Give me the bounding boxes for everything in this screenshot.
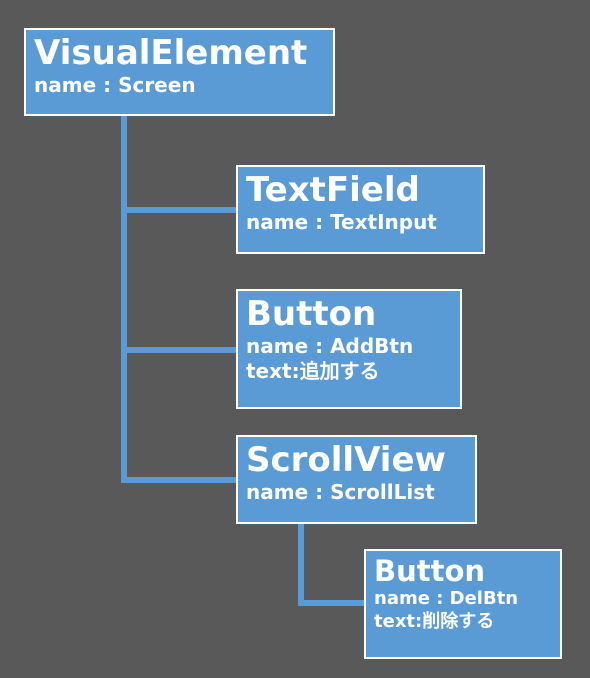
node-type-label: TextField [246,170,420,210]
node-name-label: name : Screen [34,73,196,98]
node-type-label: Button [374,554,486,588]
node-visual-element: VisualElement name : Screen [24,28,335,116]
node-text-label: text:削除する [374,610,495,632]
node-del-button: Button name : DelBtn text:削除する [364,549,562,659]
node-add-button: Button name : AddBtn text:追加する [236,289,462,409]
node-name-label: name : DelBtn [374,588,519,610]
del-button-branch-line [298,600,366,606]
scrollview-branch-line [121,477,238,483]
node-scrollview: ScrollView name : ScrollList [236,435,477,524]
node-type-label: VisualElement [34,33,308,73]
root-trunk-line [121,114,127,482]
scrollview-trunk-line [298,523,304,606]
button-branch-line [121,347,238,353]
node-type-label: ScrollView [246,440,446,480]
node-name-label: name : TextInput [246,210,437,235]
node-text-label: text:追加する [246,359,380,384]
textfield-branch-line [121,207,238,213]
node-name-label: name : AddBtn [246,334,414,359]
node-name-label: name : ScrollList [246,480,435,505]
node-type-label: Button [246,294,377,334]
node-textfield: TextField name : TextInput [236,165,485,254]
